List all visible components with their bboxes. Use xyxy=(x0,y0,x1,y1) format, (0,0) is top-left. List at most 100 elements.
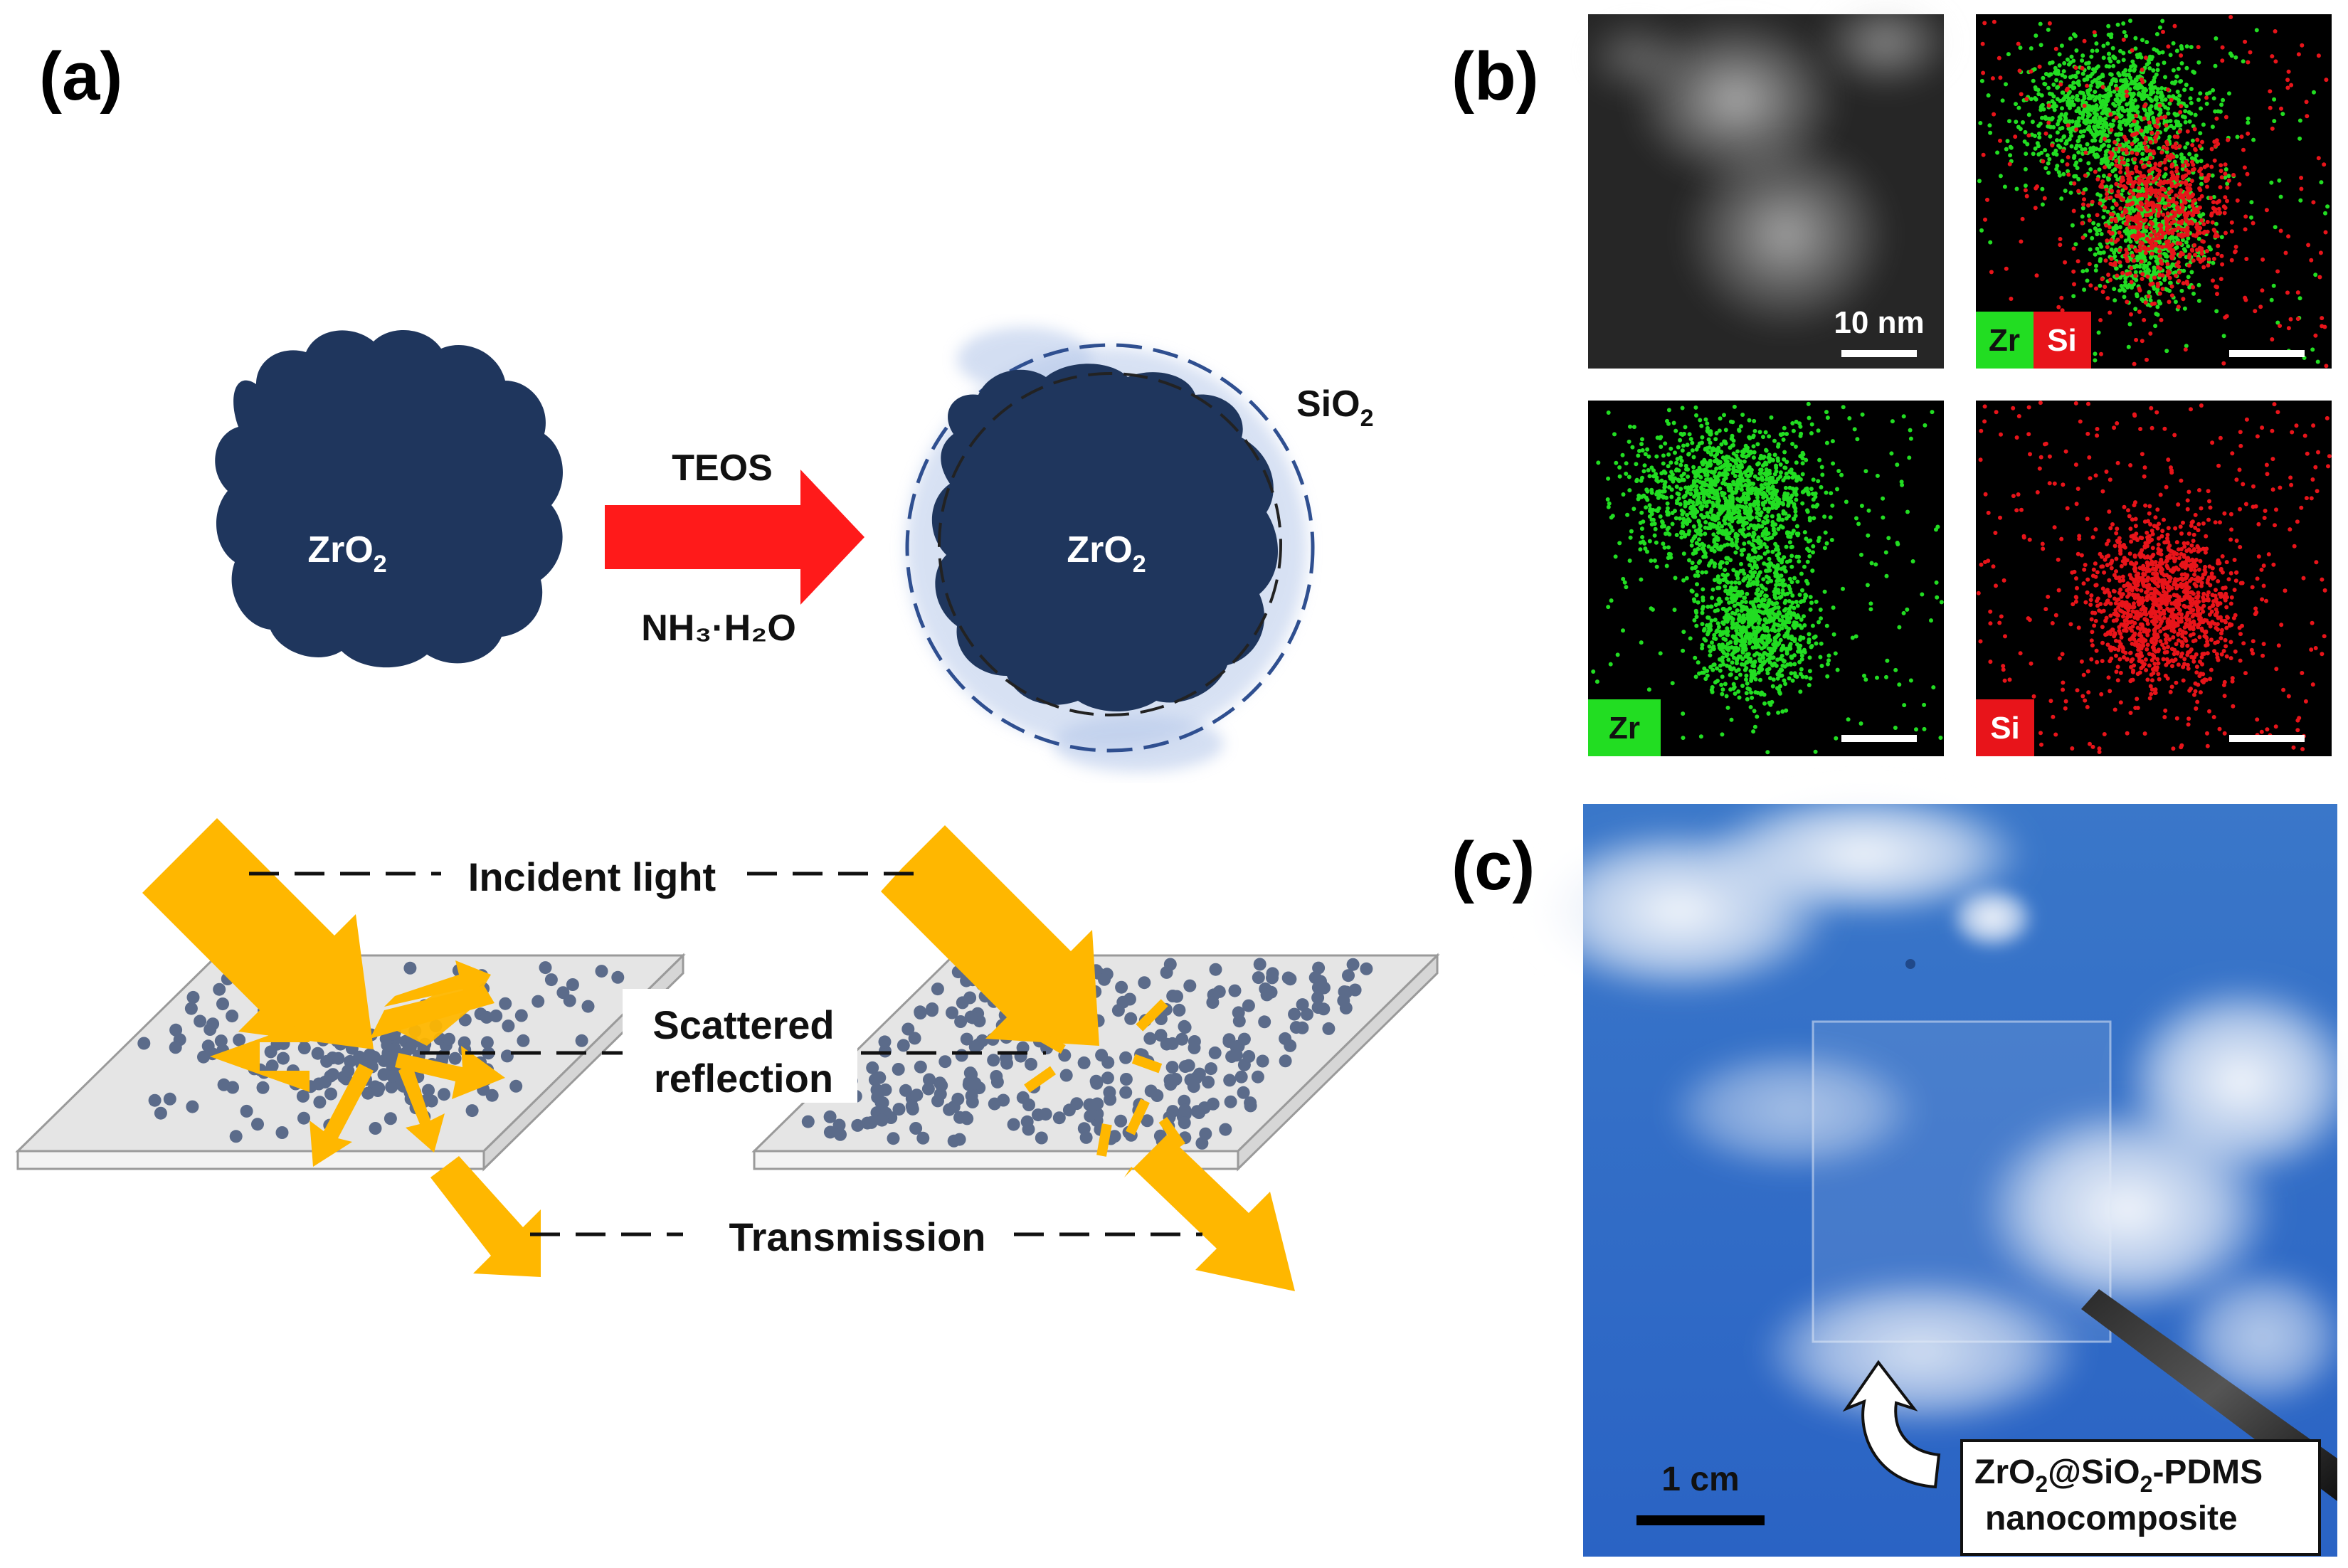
eds-dot xyxy=(1703,417,1708,422)
eds-dot xyxy=(2214,138,2219,143)
eds-dot xyxy=(2104,196,2109,201)
eds-dot xyxy=(2137,176,2141,181)
eds-dot xyxy=(2008,153,2013,158)
eds-dot xyxy=(2133,36,2138,41)
eds-dot xyxy=(2142,104,2147,109)
eds-dot xyxy=(1781,502,1786,507)
eds-dot xyxy=(2116,132,2121,137)
eds-dot xyxy=(1826,662,1830,667)
eds-dot xyxy=(1738,424,1743,429)
eds-dot xyxy=(2112,103,2117,108)
eds-dot xyxy=(1760,475,1765,480)
eds-dot xyxy=(2164,254,2169,259)
eds-dot xyxy=(2080,134,2085,139)
eds-dot xyxy=(2115,137,2120,142)
eds-dot xyxy=(1695,502,1700,507)
eds-dot xyxy=(2132,188,2137,193)
eds-dot xyxy=(2050,143,2055,148)
eds-dot xyxy=(2201,222,2206,227)
eds-dot xyxy=(2273,225,2278,230)
eds-dot xyxy=(2149,104,2154,109)
eds-dot xyxy=(2127,211,2132,216)
eds-dot xyxy=(2135,264,2140,269)
eds-dot xyxy=(2187,253,2192,257)
eds-dot xyxy=(2026,133,2031,138)
particle xyxy=(581,1000,595,1013)
eds-dot xyxy=(2159,97,2164,102)
eds-dot xyxy=(2103,258,2108,263)
eds-dot xyxy=(2184,180,2189,184)
particle xyxy=(1232,1006,1245,1019)
eds-dot xyxy=(2169,254,2174,259)
eds-dot xyxy=(2046,85,2051,90)
eds-dot xyxy=(2121,197,2125,202)
eds-dot xyxy=(1738,515,1743,520)
eds-dot xyxy=(1700,468,1705,473)
eds-dot xyxy=(2184,65,2189,70)
eds-dot xyxy=(2214,36,2219,41)
eds-dot xyxy=(2297,118,2302,123)
eds-dot xyxy=(2154,95,2159,100)
eds-dot xyxy=(1735,497,1740,502)
eds-dot xyxy=(2186,195,2191,200)
eds-dot xyxy=(1639,640,1644,645)
eds-dot xyxy=(1782,450,1787,455)
eds-dot xyxy=(2133,46,2138,51)
eds-dot xyxy=(2248,50,2253,55)
eds-dot xyxy=(2074,127,2079,132)
eds-dot xyxy=(2168,53,2173,58)
eds-dot xyxy=(1661,541,1666,546)
eds-dot xyxy=(1997,55,2001,60)
eds-dot xyxy=(1766,509,1771,514)
eds-dot xyxy=(1735,479,1740,484)
eds-dot xyxy=(1794,419,1799,424)
panel-a-label: (a) xyxy=(39,38,122,115)
eds-dot xyxy=(2110,206,2115,211)
eds-dot xyxy=(1690,566,1695,571)
eds-dot xyxy=(2039,93,2044,98)
eds-dot xyxy=(2313,333,2318,338)
particle xyxy=(901,1022,915,1036)
eds-dot xyxy=(2278,228,2283,233)
eds-dot xyxy=(2080,58,2085,63)
eds-dot xyxy=(2159,150,2164,155)
eds-dot xyxy=(2176,182,2181,187)
eds-dot xyxy=(2099,232,2104,236)
eds-dot xyxy=(1621,628,1625,633)
eds-dot xyxy=(2137,222,2142,227)
eds-dot xyxy=(2139,159,2144,164)
particle xyxy=(1206,996,1220,1009)
eds-dot xyxy=(2101,250,2106,255)
overlay-legend-si: Si xyxy=(2047,323,2077,358)
particle xyxy=(326,1068,339,1081)
eds-dot xyxy=(1784,493,1789,498)
eds-dot xyxy=(1678,438,1683,443)
eds-dot xyxy=(2048,60,2052,65)
eds-dot xyxy=(2297,136,2302,141)
eds-dot xyxy=(2146,246,2151,251)
eds-dot xyxy=(2134,82,2139,87)
eds-dot xyxy=(2103,152,2108,157)
eds-dot xyxy=(1771,457,1775,462)
eds-dot xyxy=(1740,413,1745,417)
eds-dot xyxy=(2149,127,2154,131)
eds-dot xyxy=(2142,245,2147,250)
eds-dot xyxy=(2024,97,2029,102)
particle xyxy=(1258,1015,1271,1029)
eds-dot xyxy=(1700,610,1705,615)
eds-dot xyxy=(2135,104,2140,109)
eds-dot xyxy=(1764,494,1769,499)
eds-dot xyxy=(1897,625,1902,630)
eds-dot xyxy=(2007,119,2011,124)
eds-dot xyxy=(1722,518,1727,523)
eds-dot xyxy=(2140,80,2145,85)
eds-dot xyxy=(2105,191,2109,196)
eds-dot xyxy=(2090,149,2095,154)
eds-dot xyxy=(2151,149,2156,154)
eds-dot xyxy=(2142,108,2147,112)
eds-dot xyxy=(2165,262,2170,267)
eds-dot xyxy=(1735,457,1740,462)
eds-dot xyxy=(1654,454,1659,459)
eds-dot xyxy=(1647,503,1652,508)
eds-dot xyxy=(2066,172,2071,177)
